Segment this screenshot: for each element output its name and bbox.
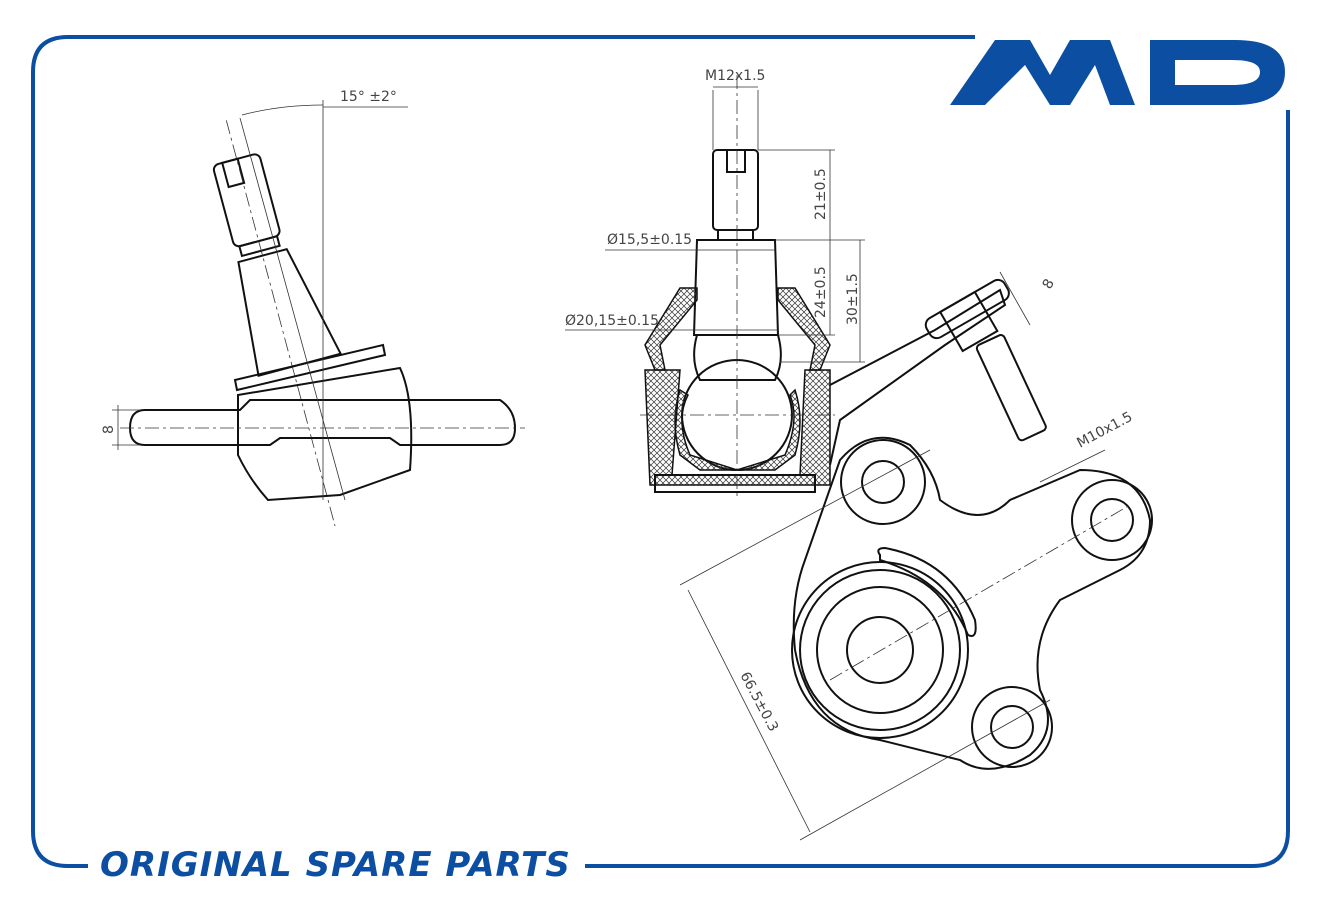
top-view-mounting-plate (679, 271, 1153, 841)
thread-label: M12x1.5 (705, 68, 765, 84)
section-view-ball-joint (565, 75, 1047, 500)
bolt-thread-label: M10x1.5 (1074, 409, 1135, 452)
hole-spacing-label: 66.5±0.3 (736, 669, 781, 734)
thickness-label: 8 (101, 425, 117, 434)
taper-bottom-diameter-label: Ø20,15±0.15 (565, 313, 659, 329)
frame-border (31, 35, 1290, 868)
angle-label: 15° ±2° (340, 89, 397, 105)
bolt-head-label: 8 (1040, 276, 1058, 292)
taper-length-label: 24±0.5 (813, 266, 829, 318)
height-label: 30±1.5 (845, 273, 861, 325)
amd-logo (950, 40, 1285, 105)
side-view-ball-joint (112, 100, 525, 527)
tagline: ORIGINAL SPARE PARTS (100, 845, 571, 885)
taper-top-diameter-label: Ø15,5±0.15 (607, 232, 692, 248)
stud-length-label: 21±0.5 (813, 168, 829, 220)
